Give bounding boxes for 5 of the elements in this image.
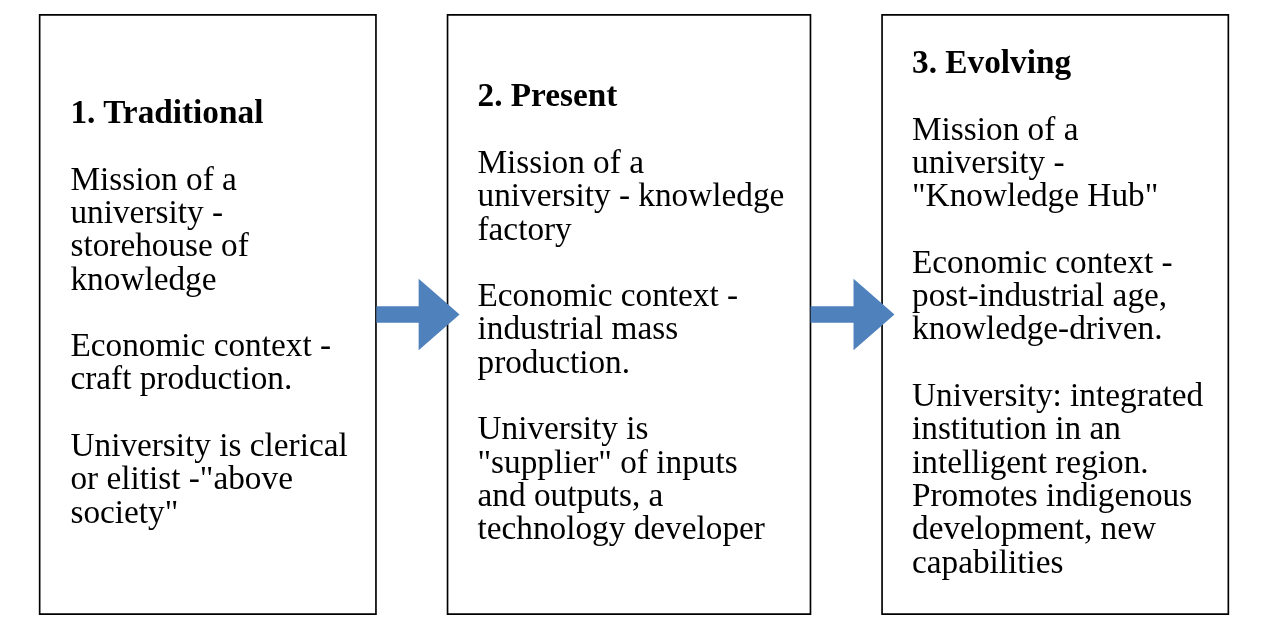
- node-box: 3. Evolving Mission of a university - "Knowledge Hub" Economic context - post-industrial age, knowledge-driven. University: integrated institution in an intelligent region. Promotes indigenous development, new capabilities: [880, 14, 1229, 615]
- node-box: 2. Present Mission of a university - knowledge factory Economic context - industrial mass production. University is "supplier" of inputs and outputs, a technology developer: [446, 14, 811, 615]
- node-box: 1. Traditional Mission of a university - storehouse of knowledge Economic context - craft production. University is clerical or elitist -"above society": [38, 14, 377, 615]
- arrow: [375, 278, 460, 351]
- arrow: [810, 278, 894, 351]
